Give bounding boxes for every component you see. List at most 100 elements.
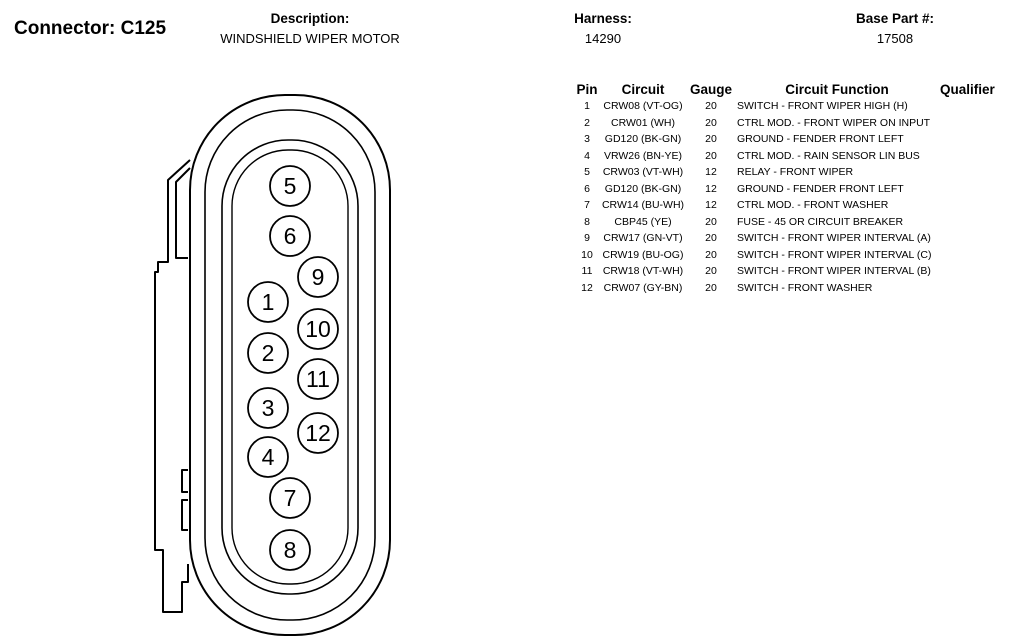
connector-title: Connector: C125 (14, 18, 167, 39)
circuit-cell: GD120 (BK-GN) (604, 182, 682, 195)
gauge-cell: 20 (705, 248, 717, 261)
connector-latch (154, 159, 191, 613)
pin-cell: 1 (584, 100, 590, 112)
harness-value: 14290 (584, 31, 622, 46)
pin-number: 2 (262, 340, 275, 366)
pin-cavity: 9 (297, 256, 339, 298)
gauge-cell: 20 (705, 265, 717, 277)
function-cell: SWITCH - FRONT WIPER HIGH (H) (737, 100, 908, 112)
column-header-pin: Pin (576, 82, 598, 97)
gauge-cell: 20 (705, 281, 717, 294)
circuit-cell: CRW18 (VT-WH) (602, 265, 684, 277)
pin-cell: 10 (581, 248, 593, 261)
function-cell: CTRL MOD. - RAIN SENSOR LIN BUS (737, 149, 920, 162)
pin-cavity: 3 (247, 387, 289, 429)
pin-number: 11 (306, 366, 330, 392)
function-cell: GROUND - FENDER FRONT LEFT (737, 133, 904, 145)
pin-circle (247, 281, 289, 323)
circuit-cell: CRW19 (BU-OG) (602, 248, 684, 261)
pin-cell: 12 (581, 281, 593, 294)
gauge-cell: 20 (705, 100, 717, 112)
circuit-cell: CRW17 (GN-VT) (603, 232, 683, 244)
pin-cell: 4 (584, 149, 590, 162)
pin-circle (247, 387, 289, 429)
circuit-cell: CRW01 (WH) (611, 116, 675, 129)
pin-cavity: 1 (247, 281, 289, 323)
column-header-circuit: Circuit (621, 82, 665, 97)
pin-cell: 9 (584, 232, 590, 244)
base-part-value: 17508 (876, 31, 914, 46)
pin-cavity: 7 (269, 477, 311, 519)
connector-cavity-outer (221, 139, 359, 595)
pin-number: 1 (262, 289, 275, 315)
pin-cavity: 8 (269, 529, 311, 571)
pin-number: 5 (284, 173, 297, 199)
pin-cavity: 2 (247, 332, 289, 374)
table-row: 11 CRW18 (VT-WH) 20 SWITCH - FRONT WIPER IN… (0, 265, 1011, 282)
pin-circle (247, 436, 289, 478)
circuit-cell: CRW03 (VT-WH) (602, 166, 684, 178)
circuit-cell: CBP45 (YE) (614, 215, 672, 228)
pin-circle (269, 215, 311, 257)
column-header-gauge: Gauge (689, 82, 732, 97)
pin-circle (269, 529, 311, 571)
gauge-cell: 20 (705, 133, 717, 145)
connector-cavity-inner (231, 149, 349, 585)
circuit-cell: CRW07 (GY-BN) (603, 281, 683, 294)
pin-number: 4 (262, 444, 275, 470)
pin-cell: 2 (584, 116, 590, 129)
gauge-cell: 12 (705, 199, 717, 211)
function-cell: SWITCH - FRONT WASHER (737, 281, 873, 294)
circuit-cell: CRW14 (BU-WH) (601, 199, 685, 211)
pin-number: 9 (312, 264, 325, 290)
function-cell: CTRL MOD. - FRONT WIPER ON INPUT (737, 116, 931, 129)
function-cell: FUSE - 45 OR CIRCUIT BREAKER (737, 215, 904, 228)
pin-circle (269, 165, 311, 207)
pin-cell: 6 (584, 182, 590, 195)
description-value: WINDSHIELD WIPER MOTOR (220, 31, 400, 46)
pin-number: 10 (305, 316, 331, 342)
function-cell: SWITCH - FRONT WIPER INTERVAL (C) (737, 248, 932, 261)
table-row: 3 GD120 (BK-GN) 20 GROUND - FENDER FRONT LE… (0, 133, 1011, 150)
pin-circle (247, 332, 289, 374)
pin-cavity: 5 (269, 165, 311, 207)
column-header-qualifier: Qualifier (940, 82, 995, 97)
description-label: Description: (270, 11, 350, 26)
connector-latch-step-lower (181, 499, 188, 531)
connector-housing-outer (189, 94, 391, 636)
function-cell: SWITCH - FRONT WIPER INTERVAL (B) (737, 265, 931, 277)
pin-circle (297, 308, 339, 350)
base-part-label: Base Part #: (855, 11, 935, 26)
pin-cell: 5 (584, 166, 590, 178)
gauge-cell: 20 (705, 215, 717, 228)
pin-circle (297, 256, 339, 298)
pin-number: 7 (284, 485, 297, 511)
pin-number: 12 (305, 420, 331, 446)
gauge-cell: 12 (705, 182, 717, 195)
pin-number: 8 (284, 537, 297, 563)
table-row: 10 CRW19 (BU-OG) 20 SWITCH - FRONT WIPER IN… (0, 249, 1011, 266)
gauge-cell: 12 (705, 166, 717, 178)
connector-latch-inner (175, 167, 191, 259)
connector-housing-ring (204, 109, 376, 621)
harness-label: Harness: (574, 11, 632, 26)
connector-latch-step (181, 469, 188, 493)
pin-cell: 3 (584, 133, 590, 145)
table-row: 8 CBP45 (YE) 20 FUSE - 45 OR CIRCUIT BREAKE… (0, 216, 1011, 233)
pin-number: 3 (262, 395, 275, 421)
pin-cell: 8 (584, 215, 590, 228)
pin-cavity: 11 (297, 358, 339, 400)
table-row: 12 CRW07 (GY-BN) 20 SWITCH - FRONT WASHER (0, 282, 1011, 299)
pin-cavity: 4 (247, 436, 289, 478)
column-header-function: Circuit Function (785, 82, 889, 97)
pin-cell: 11 (581, 265, 593, 277)
function-cell: CTRL MOD. - FRONT WASHER (737, 199, 889, 211)
circuit-cell: GD120 (BK-GN) (604, 133, 682, 145)
table-row: 5 CRW03 (VT-WH) 12 RELAY - FRONT WIPER (0, 166, 1011, 183)
function-cell: RELAY - FRONT WIPER (737, 166, 854, 178)
